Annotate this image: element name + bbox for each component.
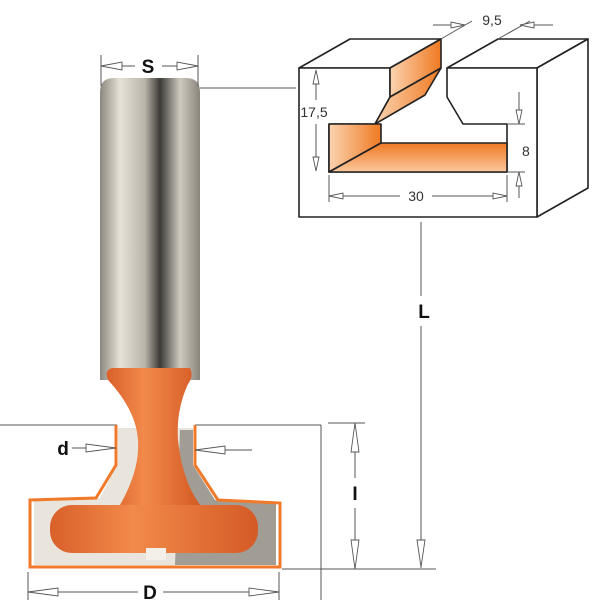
- label-depth: 17,5: [300, 104, 327, 120]
- length-dimension: L: [416, 222, 430, 568]
- inset-dimensions: 17,5 8 30 9,5: [300, 12, 553, 204]
- neck-dimension: d: [57, 439, 252, 460]
- label-slot-height: 8: [522, 143, 530, 159]
- height-dimension: I: [328, 422, 365, 570]
- shank-dimension: S: [100, 55, 199, 86]
- label-d: d: [57, 439, 69, 460]
- label-l: L: [418, 302, 430, 323]
- label-i: I: [352, 484, 357, 505]
- diameter-dimension: D: [27, 572, 280, 600]
- label-s: S: [142, 57, 155, 78]
- label-big-d: D: [143, 583, 157, 600]
- cutter-head: [28, 368, 282, 569]
- shank: [100, 78, 200, 380]
- workpiece-outline: [0, 424, 436, 600]
- slot-profile-inset: [298, 38, 589, 218]
- label-top-width: 9,5: [482, 12, 502, 28]
- label-slot-width: 30: [408, 188, 424, 204]
